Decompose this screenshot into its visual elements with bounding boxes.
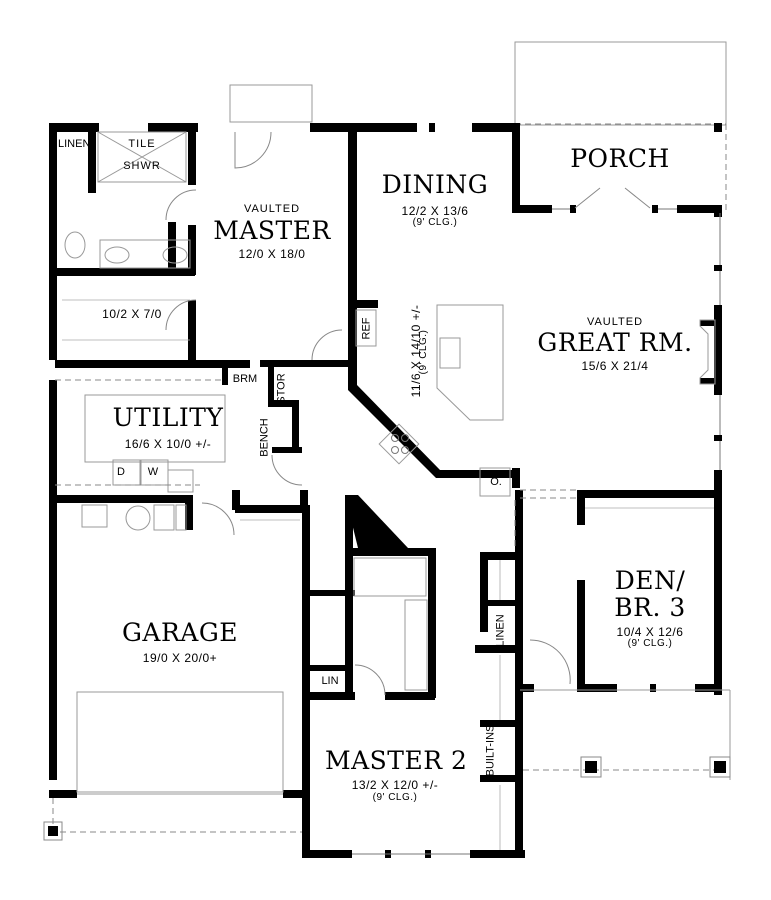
den-dims: 10/4 X 12/6	[616, 625, 684, 639]
tile-shower-label-1: TILE	[128, 138, 156, 150]
hall-linen-label: LINEN	[494, 614, 507, 647]
bench-label: BENCH	[258, 418, 271, 457]
refrigerator-label: REF	[360, 317, 373, 340]
tile-shower-label-2: SHWR	[123, 160, 161, 172]
linen-closet-label-top: LINEN	[58, 138, 91, 150]
broom-closet-label: BRM	[232, 373, 258, 385]
great-room-name: GREAT RM.	[537, 328, 693, 357]
dining-room-name: DINING	[381, 170, 489, 199]
dryer-label: D	[117, 466, 125, 478]
master2-room-name: MASTER 2	[325, 746, 468, 775]
master-room-name: MASTER	[213, 216, 331, 245]
great-room-qualifier: VAULTED	[586, 316, 644, 328]
porch-name: PORCH	[570, 144, 670, 173]
master-qualifier: VAULTED	[243, 203, 301, 215]
washer-label: W	[147, 466, 159, 478]
great-room-dims: 15/6 X 21/4	[581, 359, 649, 373]
lin-closet-label: LIN	[321, 675, 339, 687]
dining-room-dims: 12/2 X 13/6	[401, 204, 469, 218]
oven-label: O.	[490, 476, 502, 488]
garage-dims: 19/0 X 20/0+	[142, 651, 218, 665]
dining-ceiling: (9' CLG.)	[412, 217, 458, 228]
master2-room-dims: 13/2 X 12/0 +/-	[351, 778, 439, 792]
garage-name: GARAGE	[121, 618, 239, 647]
utility-room-name: UTILITY	[112, 403, 224, 432]
master2-ceiling: (9' CLG.)	[372, 792, 418, 803]
kitchen-ceiling: (9' CLG.)	[418, 329, 429, 375]
master-room-dims: 12/0 X 18/0	[238, 247, 306, 261]
den-name-line1: DEN/	[614, 566, 686, 595]
utility-room-dims: 16/6 X 10/0 +/-	[124, 437, 212, 451]
built-ins-label: BUILT-INS	[484, 724, 497, 777]
porch-roof-outline	[514, 41, 727, 126]
den-name-line2: BR. 3	[614, 593, 686, 622]
storage-label: STOR	[275, 373, 288, 404]
garage-door	[76, 691, 284, 793]
den-ceiling: (9' CLG.)	[627, 638, 673, 649]
master-closet-dims: 10/2 X 7/0	[102, 307, 162, 321]
